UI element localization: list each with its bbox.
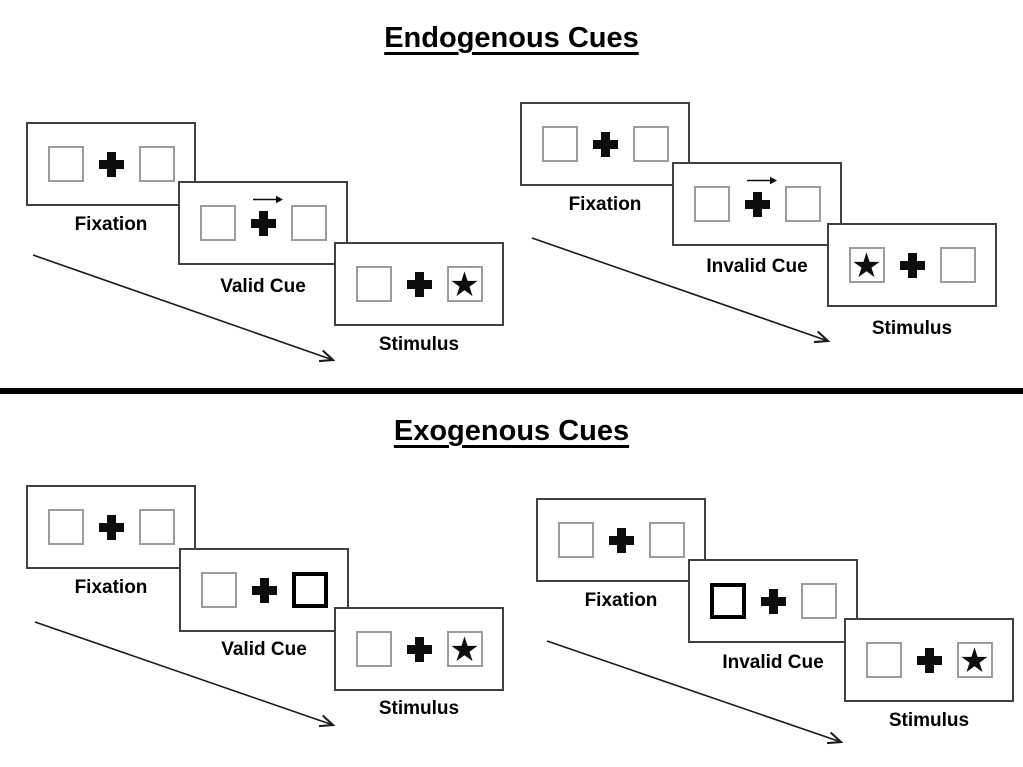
- placeholder-box-right: [939, 247, 976, 283]
- bold-cue-box-left: [709, 583, 746, 619]
- fixation-cross-icon: [251, 577, 277, 603]
- fixation-cross-icon: [406, 636, 432, 662]
- endo-invalid-stimulus-label: Stimulus: [871, 318, 953, 339]
- cue-arrow-icon: [746, 176, 777, 184]
- endo-valid-cue-label: Valid Cue: [220, 276, 306, 297]
- placeholder-box-right: [648, 522, 685, 558]
- section-divider: [0, 388, 1023, 394]
- endo-valid-stimulus-panel: ★: [334, 242, 504, 326]
- exo-invalid-cue-label: Invalid Cue: [722, 652, 824, 673]
- exo-invalid-cue-panel: [688, 559, 858, 643]
- fixation-cross-icon: [406, 271, 432, 297]
- timeline-arrow: [531, 237, 831, 344]
- exo-invalid-stimulus-panel: ★: [844, 618, 1014, 702]
- bold-cue-box-right: [291, 572, 328, 608]
- exo-invalid-stimulus-label: Stimulus: [888, 710, 970, 731]
- placeholder-box-right: [290, 205, 327, 241]
- target-box-right: ★: [446, 630, 483, 670]
- exogenous-section-title: Exogenous Cues: [393, 415, 630, 447]
- target-star-icon: ★: [851, 246, 882, 286]
- fixation-cross-icon: [592, 131, 618, 157]
- placeholder-box-right: [632, 126, 669, 162]
- endo-invalid-fixation-panel: [520, 102, 690, 186]
- timeline-arrow: [546, 640, 844, 745]
- fixation-cross-icon: [760, 588, 786, 614]
- placeholder-box-left: [355, 631, 392, 667]
- placeholder-box-left: [541, 126, 578, 162]
- target-box-right: ★: [956, 641, 993, 681]
- fixation-cross-icon: [98, 151, 124, 177]
- placeholder-box-left: [200, 572, 237, 608]
- endo-valid-fixation-panel: [26, 122, 196, 206]
- fixation-cross-icon: [916, 647, 942, 673]
- placeholder-box-left: [199, 205, 236, 241]
- target-star-icon: ★: [449, 265, 480, 305]
- fixation-cross-icon: [608, 527, 634, 553]
- exo-valid-cue-panel: [179, 548, 349, 632]
- endo-valid-fixation-label: Fixation: [74, 214, 148, 235]
- timeline-arrow: [32, 254, 336, 363]
- fixation-cross-icon: [98, 514, 124, 540]
- exo-valid-stimulus-label: Stimulus: [378, 698, 460, 719]
- fixation-cross-icon: [250, 195, 283, 236]
- exo-invalid-fixation-panel: [536, 498, 706, 582]
- exo-valid-fixation-panel: [26, 485, 196, 569]
- exo-valid-fixation-label: Fixation: [74, 577, 148, 598]
- placeholder-box-left: [865, 642, 902, 678]
- target-box-right: ★: [446, 265, 483, 305]
- fixation-cross-icon: [744, 176, 777, 217]
- endo-invalid-fixation-label: Fixation: [568, 194, 642, 215]
- target-box-left: ★: [848, 246, 885, 286]
- exo-invalid-fixation-label: Fixation: [584, 590, 658, 611]
- placeholder-box-left: [693, 186, 730, 222]
- placeholder-box-left: [557, 522, 594, 558]
- endo-invalid-cue-panel: [672, 162, 842, 246]
- target-star-icon: ★: [449, 630, 480, 670]
- exo-valid-stimulus-panel: ★: [334, 607, 504, 691]
- cue-arrow-icon: [252, 195, 283, 203]
- placeholder-box-right: [138, 509, 175, 545]
- placeholder-box-left: [355, 266, 392, 302]
- placeholder-box-right: [800, 583, 837, 619]
- endo-valid-cue-panel: [178, 181, 348, 265]
- endo-invalid-stimulus-panel: ★: [827, 223, 997, 307]
- placeholder-box-right: [784, 186, 821, 222]
- endogenous-section-title: Endogenous Cues: [384, 22, 639, 54]
- exo-valid-cue-label: Valid Cue: [221, 639, 307, 660]
- placeholder-box-left: [47, 509, 84, 545]
- endo-valid-stimulus-label: Stimulus: [378, 334, 460, 355]
- fixation-cross-icon: [899, 252, 925, 278]
- endo-invalid-cue-label: Invalid Cue: [706, 256, 808, 277]
- placeholder-box-right: [138, 146, 175, 182]
- target-star-icon: ★: [959, 641, 990, 681]
- placeholder-box-left: [47, 146, 84, 182]
- timeline-arrow: [34, 621, 336, 728]
